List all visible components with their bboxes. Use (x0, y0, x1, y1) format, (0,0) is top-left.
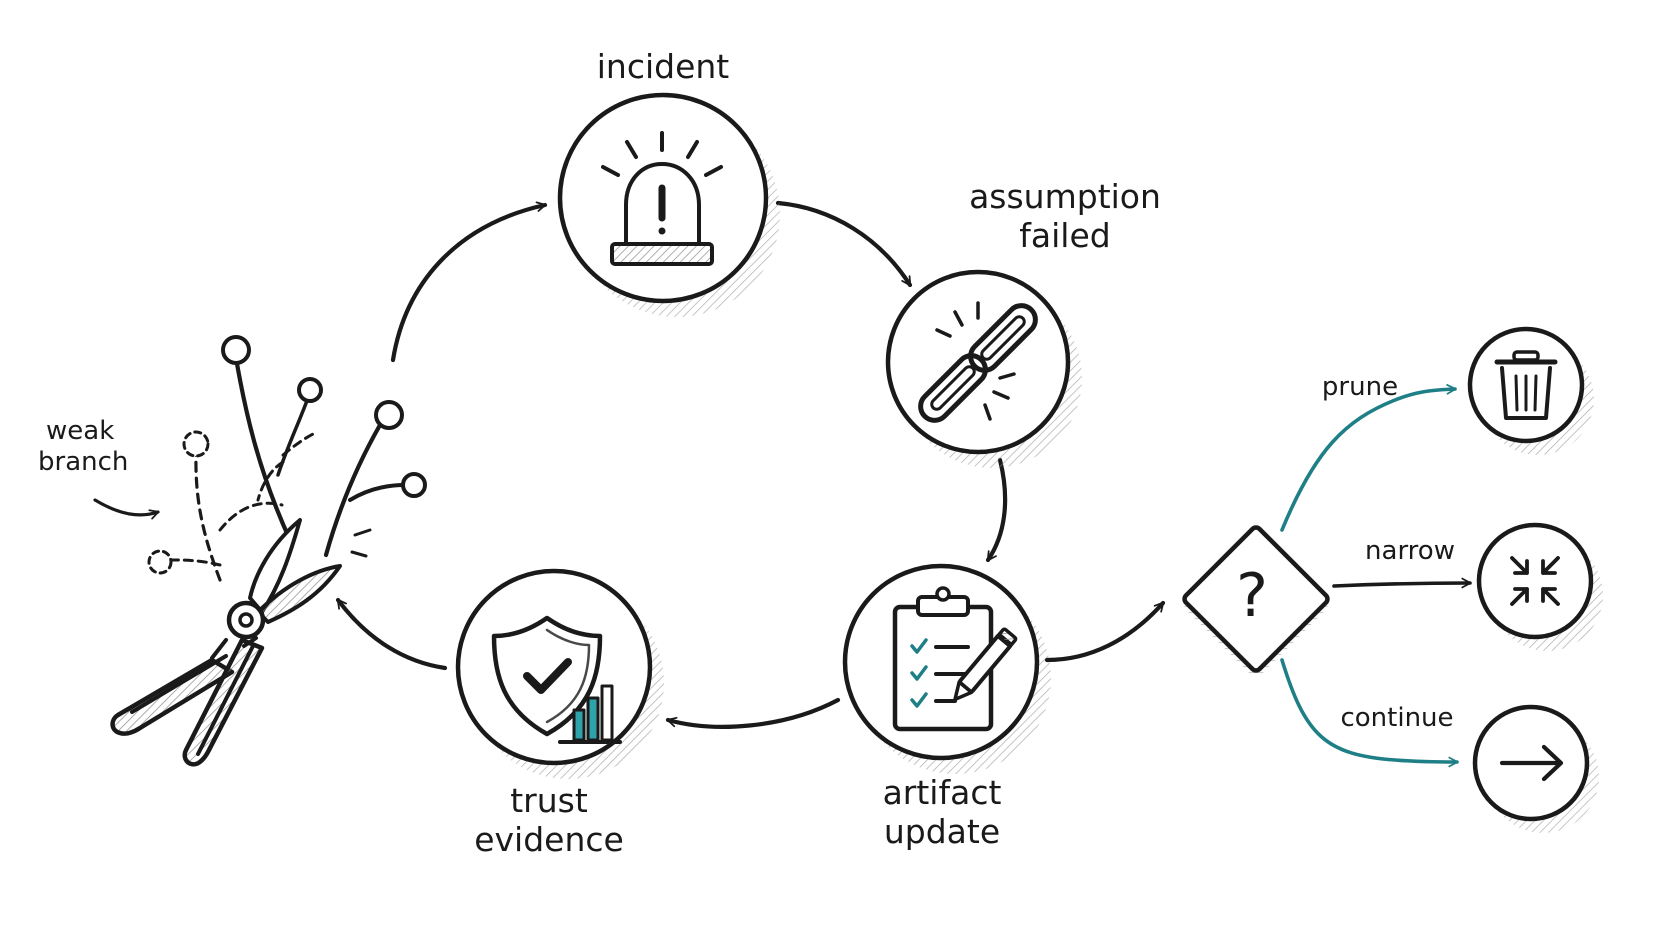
arrow-to-continue (1280, 658, 1459, 768)
arrow-incident-to-assumption (775, 200, 913, 288)
cycle-arrows (335, 200, 1166, 729)
label-artifact-update: artifact update (842, 773, 1042, 852)
label-incident-text: incident (596, 47, 730, 86)
arrow-trust-to-pruning (335, 597, 448, 671)
arrow-artifact-to-trust (665, 697, 841, 729)
arrow-to-prune (1280, 384, 1457, 532)
label-prune: prune (1300, 372, 1420, 403)
label-continue-text: continue (1340, 703, 1454, 733)
right-arrow-icon (1499, 744, 1564, 782)
clipboard-checklist-icon (892, 586, 1018, 732)
weak-branch-pointer-arrow (93, 498, 160, 520)
pruning-shears-icon (110, 335, 427, 767)
node-incident (557, 92, 780, 317)
label-weak-line2: branch (38, 446, 129, 477)
label-assumption-line2: failed (1019, 215, 1111, 255)
label-artifact-line1: artifact (882, 773, 1002, 812)
outcome-arrows (1280, 384, 1472, 768)
question-mark-icon: ? (1236, 561, 1268, 631)
node-decision: ? (1182, 525, 1330, 678)
label-incident: incident (563, 47, 763, 87)
arrow-pruning-to-incident (390, 201, 548, 363)
label-artifact-line2: update (883, 811, 1001, 851)
label-prune-text: prune (1321, 372, 1399, 402)
broken-chain-icon (918, 301, 1038, 423)
label-trust-line2: evidence (474, 819, 624, 859)
alarm-siren-icon (601, 131, 723, 266)
label-trust-line1: trust (510, 781, 588, 820)
label-trust-evidence: trust evidence (449, 781, 649, 860)
label-assumption-line1: assumption (969, 177, 1161, 216)
outcome-narrow (1476, 522, 1603, 651)
label-narrow-text: narrow (1365, 536, 1455, 566)
arrow-artifact-to-decision (1044, 600, 1166, 663)
trash-can-icon (1494, 350, 1558, 420)
label-weak-line1: weak (46, 416, 115, 446)
label-assumption-failed: assumption failed (955, 177, 1175, 256)
arrow-to-narrow (1332, 577, 1472, 589)
node-trust-evidence (455, 568, 664, 779)
shield-check-icon (491, 615, 622, 744)
label-continue: continue (1322, 703, 1472, 734)
narrow-arrows-icon (1510, 556, 1560, 606)
arrow-assumption-to-artifact (985, 457, 1008, 563)
outcome-prune (1467, 326, 1594, 455)
outcome-continue (1472, 704, 1599, 833)
label-weak-branch: weak branch (38, 416, 148, 477)
label-narrow: narrow (1350, 536, 1470, 567)
node-artifact-update (842, 563, 1051, 774)
node-assumption-failed (885, 269, 1082, 468)
